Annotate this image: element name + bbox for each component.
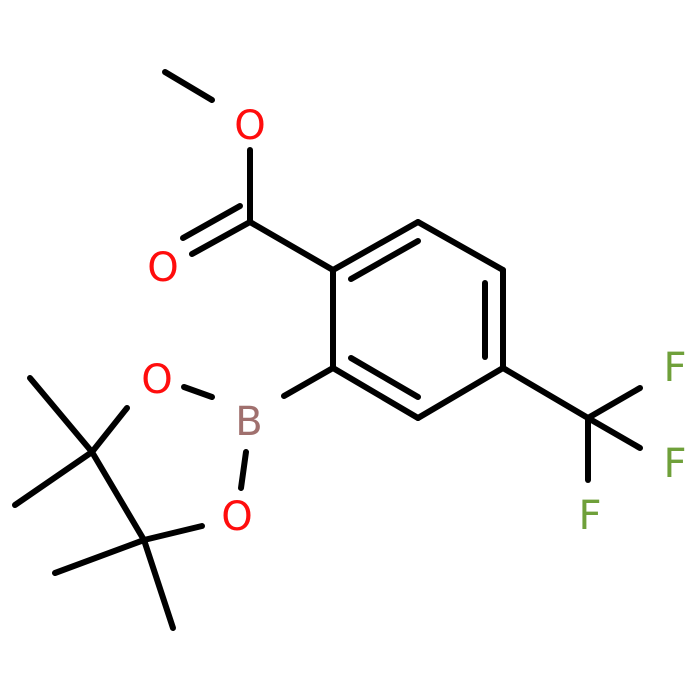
- bond-c-f-middle: [585, 415, 643, 451]
- atom-labels: O O O B O F F F: [141, 103, 686, 540]
- bond-ring-boron: [281, 365, 336, 399]
- atom-o-ring-top: O: [141, 357, 172, 403]
- atom-o-ring-bottom: O: [221, 494, 252, 540]
- bond-methyl-2: [12, 449, 95, 508]
- bonds: [12, 69, 643, 631]
- bond-c-o-bottom: [141, 523, 205, 543]
- atom-o-methoxy: O: [234, 103, 265, 149]
- bond-methyl-1: [27, 375, 95, 455]
- bond-ring-c1-c2: [330, 219, 421, 273]
- bond-methyl-4: [141, 537, 176, 631]
- atom-boron: B: [235, 399, 262, 445]
- bond-ring-c5-c6: [330, 365, 421, 421]
- atom-f-top: F: [663, 345, 686, 391]
- bond-methyl-o: [162, 69, 215, 103]
- bond-ring-inner-1: [348, 238, 421, 282]
- bond-ring-inner-3: [348, 355, 421, 400]
- atom-o-carbonyl: O: [147, 245, 178, 291]
- bond-boron-o-top: [181, 384, 215, 400]
- bond-ring-c2-c3: [415, 219, 506, 273]
- bond-c-o-double-1: [189, 219, 253, 257]
- bond-c-o-double-2: [180, 203, 243, 241]
- bond-ring-c4-c5: [415, 365, 506, 421]
- bond-o-top-c: [89, 405, 130, 455]
- bond-c-c-ring: [89, 449, 147, 543]
- bond-methyl-3: [52, 537, 147, 576]
- bond-carbonyl-ring: [247, 219, 336, 273]
- atom-f-bottom: F: [578, 493, 601, 539]
- atom-f-middle: F: [663, 441, 686, 487]
- bond-ring-cf3: [500, 365, 591, 421]
- bond-c-f-top: [585, 385, 643, 421]
- bond-boron-o-bottom: [238, 449, 249, 491]
